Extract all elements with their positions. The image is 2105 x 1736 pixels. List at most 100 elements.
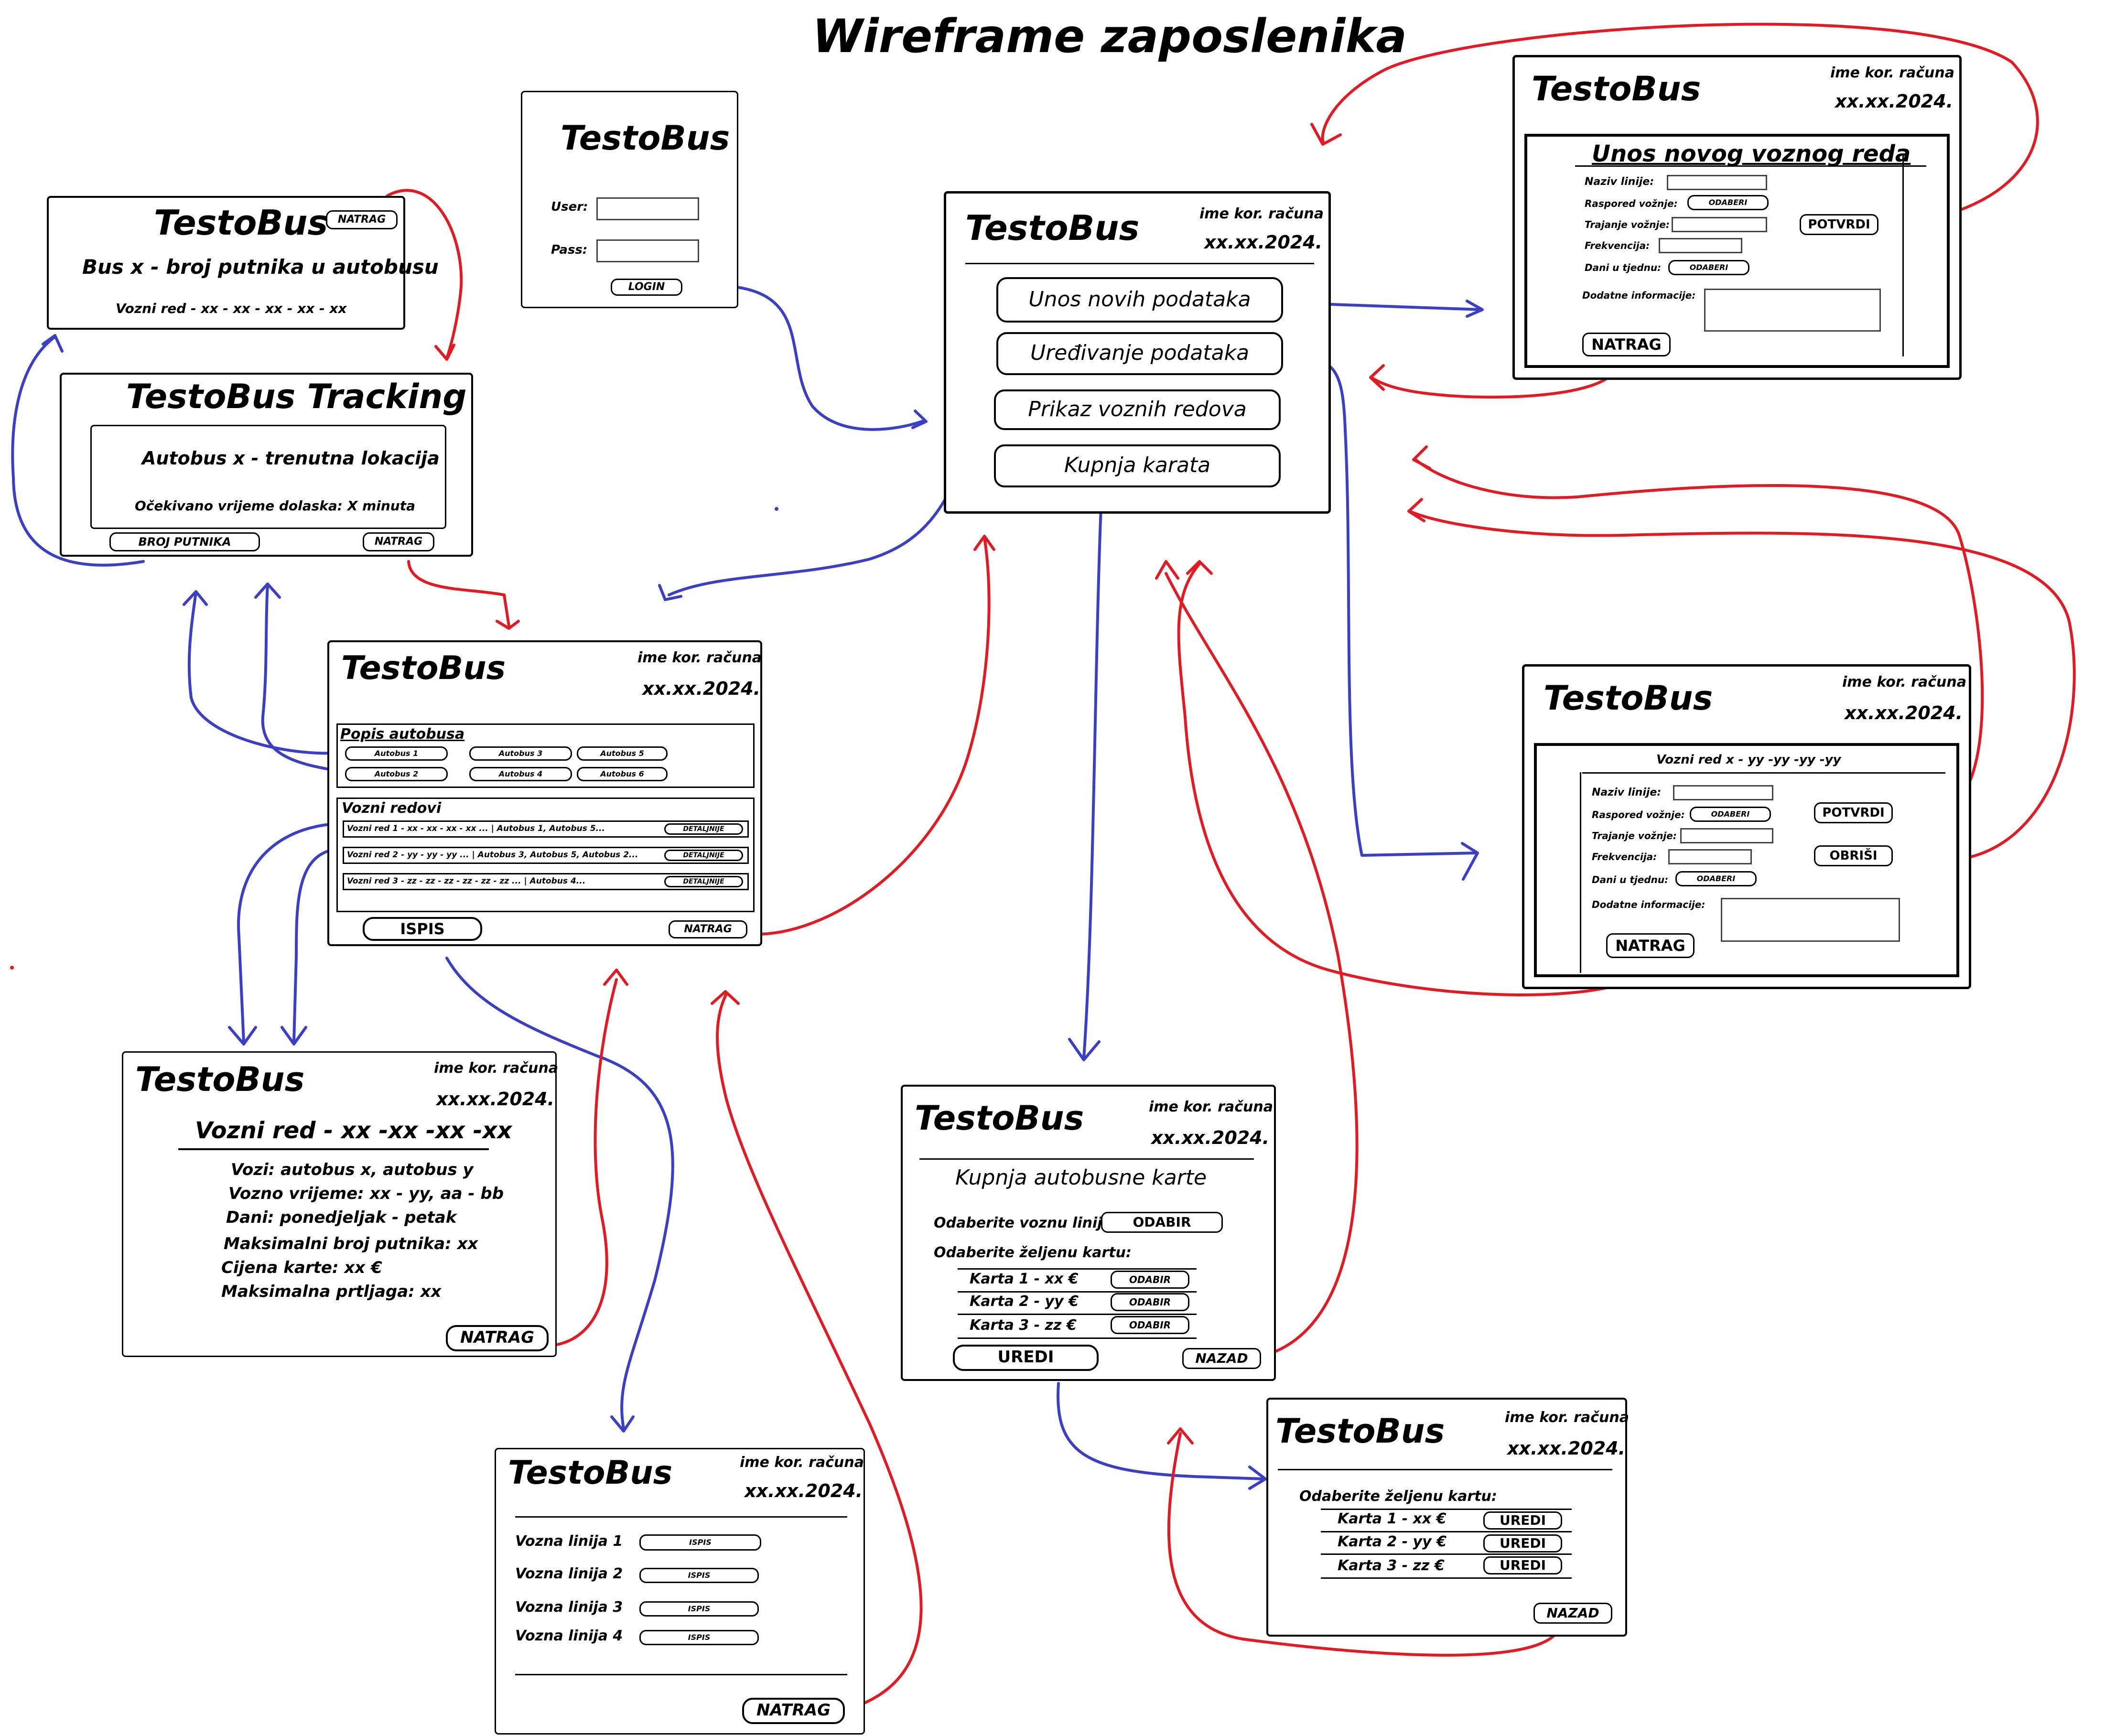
print-line-button[interactable]: ISPIS <box>639 1601 759 1617</box>
schedule-row[interactable]: Vozni red 1 - xx - xx - xx - xx ... | Au… <box>343 820 749 838</box>
pick-button[interactable]: ODABERI <box>1675 871 1757 886</box>
header-divider <box>1278 1469 1612 1470</box>
duration-label: Trajanje vožnje: <box>1585 219 1670 230</box>
arrow-sched1-to-detail <box>228 823 331 1046</box>
edit-ticket-button[interactable]: UREDI <box>1483 1556 1562 1574</box>
info-input[interactable] <box>1721 898 1900 942</box>
schedule-row-text: Vozni red 1 - xx - xx - xx - xx ... | Au… <box>347 824 605 833</box>
pick-button[interactable]: ODABERI <box>1687 195 1769 210</box>
schedule-row[interactable]: Vozni red 2 - yy - yy - yy ... | Autobus… <box>343 847 749 864</box>
user-input[interactable] <box>596 197 699 220</box>
info-input[interactable] <box>1704 289 1881 332</box>
bus-button[interactable]: Autobus 4 <box>469 767 572 781</box>
back-button[interactable]: NATRAG <box>446 1325 549 1351</box>
pick-button[interactable]: ODABERI <box>1668 260 1749 275</box>
back-button[interactable]: NATRAG <box>326 210 398 229</box>
tickets-button[interactable]: Kupnja karata <box>994 444 1281 487</box>
line-name-label: Naziv linije: <box>1592 787 1662 798</box>
detail-line: Maksimalni broj putnika: xx <box>224 1234 478 1253</box>
confirm-button[interactable]: POTVRDI <box>1800 214 1878 235</box>
ticket-purchase-screen: TestoBus ime kor. računa xx.xx.2024. Kup… <box>901 1085 1276 1381</box>
select-ticket-button[interactable]: ODABIR <box>1111 1316 1189 1334</box>
arrow-tracking-back <box>407 560 520 630</box>
passengers-button[interactable]: BROJ PUTNIKA <box>109 532 260 551</box>
select-ticket-button[interactable]: ODABIR <box>1111 1271 1189 1289</box>
location-text: Autobus x - trenutna lokacija <box>142 448 440 469</box>
detail-line: Dani: ponedjeljak - petak <box>226 1208 457 1227</box>
user-name: ime kor. računa <box>1199 205 1324 222</box>
bus-button[interactable]: Autobus 3 <box>469 746 572 761</box>
frequency-input[interactable] <box>1668 849 1752 864</box>
select-line-button[interactable]: ODABIR <box>1101 1212 1223 1233</box>
frequency-input[interactable] <box>1659 238 1742 253</box>
user-name: ime kor. računa <box>740 1454 864 1471</box>
back-button[interactable]: NAZAD <box>1533 1603 1612 1624</box>
duration-input[interactable] <box>1672 217 1767 232</box>
details-button[interactable]: DETALJNIJE <box>664 876 743 887</box>
header-divider <box>965 263 1314 264</box>
ticket-row-divider <box>958 1268 1197 1270</box>
passengers-heading: Bus x - broj putnika u autobusu <box>82 255 439 279</box>
user-name: ime kor. računa <box>434 1060 558 1077</box>
form-title-divider <box>1575 165 1926 167</box>
bus-button[interactable]: Autobus 2 <box>345 767 448 781</box>
edit-ticket-button[interactable]: UREDI <box>1483 1534 1562 1553</box>
line-name-input[interactable] <box>1667 175 1767 190</box>
print-line-button[interactable]: ISPIS <box>639 1630 759 1645</box>
edit-button[interactable]: UREDI <box>953 1345 1099 1371</box>
ticket-name: Karta 2 - yy € <box>970 1293 1079 1310</box>
form-title: Vozni red x - yy -yy -yy -yy <box>1656 753 1841 767</box>
bus-button[interactable]: Autobus 1 <box>345 746 448 761</box>
back-button[interactable]: NATRAG <box>669 920 747 938</box>
edit-ticket-button[interactable]: UREDI <box>1483 1511 1562 1530</box>
back-button[interactable]: NAZAD <box>1182 1348 1261 1369</box>
arrow-lines-back <box>711 990 923 1710</box>
arrow-new-confirm <box>1310 22 2039 226</box>
back-button[interactable]: NATRAG <box>1606 933 1695 958</box>
days-label: Dani u tjednu: <box>1592 874 1669 885</box>
line-name: Vozna linija 4 <box>515 1628 623 1644</box>
eta-text: Očekivano vrijeme dolaska: X minuta <box>135 498 415 514</box>
details-button[interactable]: DETALJNIJE <box>664 850 743 861</box>
print-line-button[interactable]: ISPIS <box>639 1568 759 1583</box>
pick-button[interactable]: ODABERI <box>1690 807 1771 822</box>
back-button[interactable]: NATRAG <box>363 532 434 551</box>
login-button[interactable]: LOGIN <box>611 279 682 296</box>
edit-data-button[interactable]: Uređivanje podataka <box>996 332 1283 375</box>
print-line-button[interactable]: ISPIS <box>639 1534 761 1551</box>
title-divider <box>178 1148 489 1150</box>
bus-button[interactable]: Autobus 5 <box>577 746 668 761</box>
ticket-name: Karta 1 - xx € <box>1338 1510 1447 1527</box>
duration-input[interactable] <box>1680 828 1773 843</box>
line-name: Vozna linija 3 <box>515 1599 623 1616</box>
form-title-divider <box>1582 772 1945 774</box>
form-side-divider <box>1902 156 1904 356</box>
back-button[interactable]: NATRAG <box>742 1698 845 1724</box>
select-ticket-button[interactable]: ODABIR <box>1111 1293 1189 1311</box>
app-logo: TestoBus <box>561 119 730 158</box>
print-button[interactable]: ISPIS <box>363 917 482 941</box>
schedules-button[interactable]: Prikaz voznih redova <box>994 389 1281 430</box>
bus-button[interactable]: Autobus 6 <box>577 767 668 781</box>
confirm-button[interactable]: POTVRDI <box>1814 802 1893 823</box>
app-logo: TestoBus <box>135 1060 305 1099</box>
schedule-text: Vozni red - xx - xx - xx - xx - xx <box>116 301 347 316</box>
detail-line: Maksimalna prtljaga: xx <box>221 1282 442 1301</box>
arrow-print-to-lines <box>445 957 674 1433</box>
ticket-row-divider <box>1321 1577 1572 1579</box>
user-name: ime kor. računa <box>1842 674 1966 690</box>
arrow-edit-delete <box>1407 498 2076 862</box>
ticket-row-divider <box>958 1314 1197 1315</box>
app-logo: TestoBus <box>341 649 506 687</box>
arrow-bus2-to-tracking <box>254 582 345 773</box>
header-divider <box>515 1516 847 1518</box>
password-input[interactable] <box>596 239 699 262</box>
line-name-input[interactable] <box>1673 785 1773 800</box>
arrow-passengers-back <box>386 189 463 361</box>
delete-button[interactable]: OBRIŠI <box>1814 845 1893 866</box>
enter-data-button[interactable]: Unos novih podataka <box>996 277 1283 323</box>
details-button[interactable]: DETALJNIJE <box>664 823 743 835</box>
schedule-row[interactable]: Vozni red 3 - zz - zz - zz - zz - zz - z… <box>343 873 749 890</box>
back-button[interactable]: NATRAG <box>1582 333 1671 356</box>
